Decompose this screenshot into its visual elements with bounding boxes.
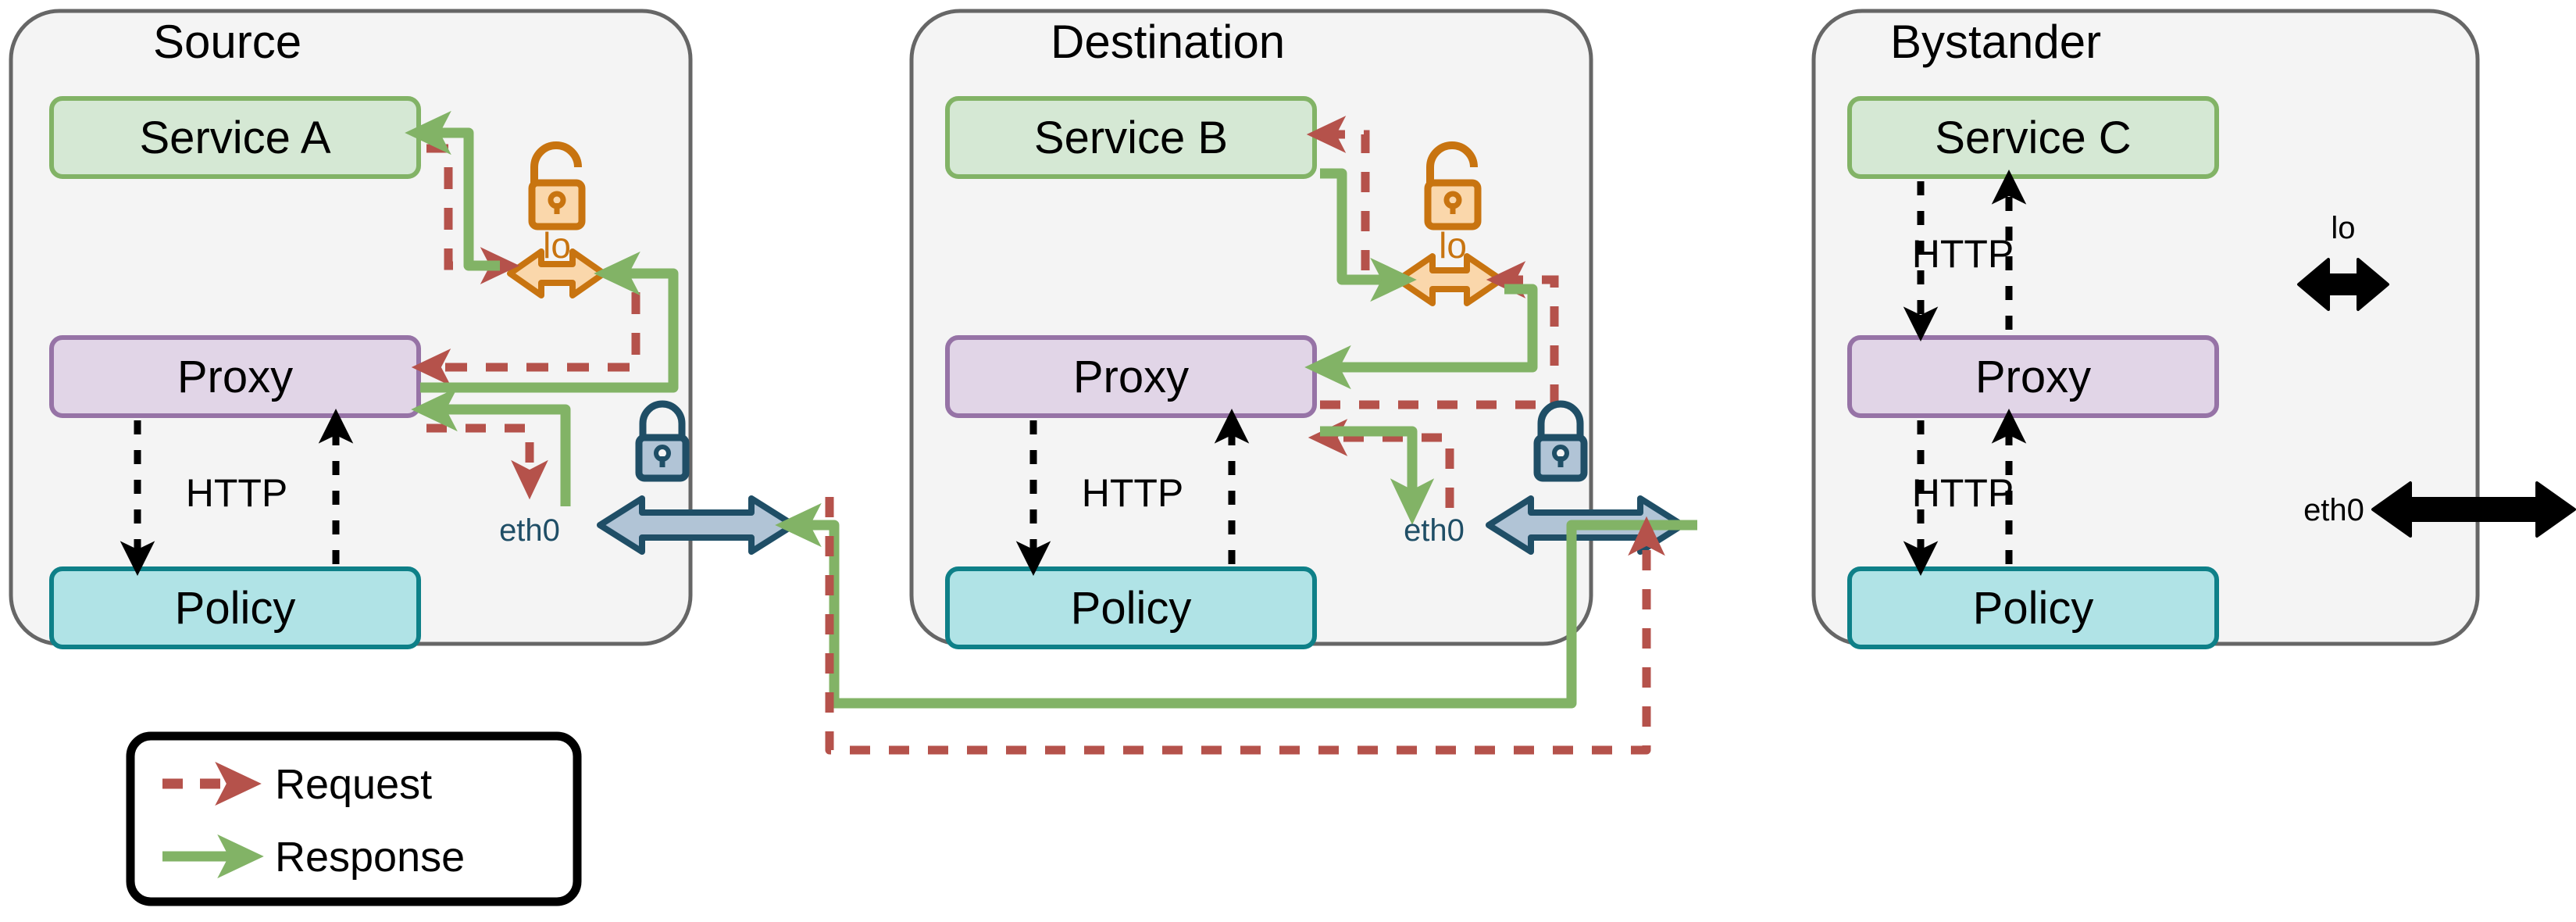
lo-label-bystander: lo	[2331, 211, 2355, 245]
policy-box-bystander-label: Policy	[1973, 583, 2094, 634]
legend-label-request: Request	[275, 761, 432, 808]
node-title-bystander: Bystander	[1890, 16, 2101, 68]
policy-box-destination-label: Policy	[1071, 583, 1192, 634]
http-label-bystander-lower: HTTP	[1912, 471, 2014, 515]
service-box-b-label: Service B	[1034, 113, 1228, 163]
response-path-eth0-to-proxy-source	[411, 387, 571, 506]
proxy-box-source-label: Proxy	[177, 352, 293, 402]
response-path-lo-to-proxy-destination	[1304, 284, 1538, 390]
eth0-double-arrow-bystander	[2371, 481, 2576, 538]
eth0-double-arrow-source	[597, 495, 797, 555]
http-label-destination: HTTP	[1082, 471, 1184, 515]
policy-box-source[interactable]	[49, 566, 421, 649]
service-box-a-label: Service A	[140, 113, 331, 163]
eth0-label-bystander: eth0	[2303, 493, 2364, 527]
eth0-label-destination: eth0	[1404, 513, 1465, 548]
response-path-destination-to-source-wire	[775, 502, 1697, 709]
lo-label-destination: lo	[1439, 225, 1467, 266]
proxy-box-bystander-label: Proxy	[1975, 352, 2091, 402]
response-path-service-b-to-lo	[1320, 168, 1417, 302]
legend-label-response: Response	[275, 834, 465, 881]
response-path-lo-to-service-a	[405, 110, 500, 271]
closed-padlock-icon-destination	[1533, 400, 1588, 482]
request-path-source-to-destination-wire	[825, 497, 1665, 755]
closed-padlock-icon-source	[635, 400, 690, 482]
lo-label-source: lo	[543, 225, 571, 266]
response-path-proxy-to-eth0-destination	[1320, 426, 1435, 525]
proxy-box-bystander[interactable]	[1847, 335, 2219, 418]
node-title-destination: Destination	[1051, 16, 1285, 68]
proxy-box-destination-label: Proxy	[1073, 352, 1189, 402]
policy-box-destination[interactable]	[945, 566, 1317, 649]
request-path-proxy-to-lo-destination	[1320, 261, 1559, 409]
policy-box-bystander[interactable]	[1847, 566, 2219, 649]
legend: Request Response	[126, 731, 582, 906]
service-box-c[interactable]	[1847, 96, 2219, 179]
http-label-source: HTTP	[186, 471, 288, 515]
open-padlock-icon-source	[528, 141, 586, 230]
node-title-source: Source	[153, 16, 301, 68]
http-label-bystander-upper: HTTP	[1912, 232, 2014, 276]
loopback-double-arrow-bystander	[2297, 258, 2389, 311]
service-box-c-label: Service C	[1935, 113, 2131, 163]
eth0-label-source: eth0	[499, 513, 560, 548]
response-path-proxy-to-lo-source	[420, 251, 679, 393]
request-path-proxy-to-eth0-source	[426, 423, 548, 500]
policy-box-source-label: Policy	[175, 583, 296, 634]
open-padlock-icon-destination	[1424, 141, 1482, 230]
